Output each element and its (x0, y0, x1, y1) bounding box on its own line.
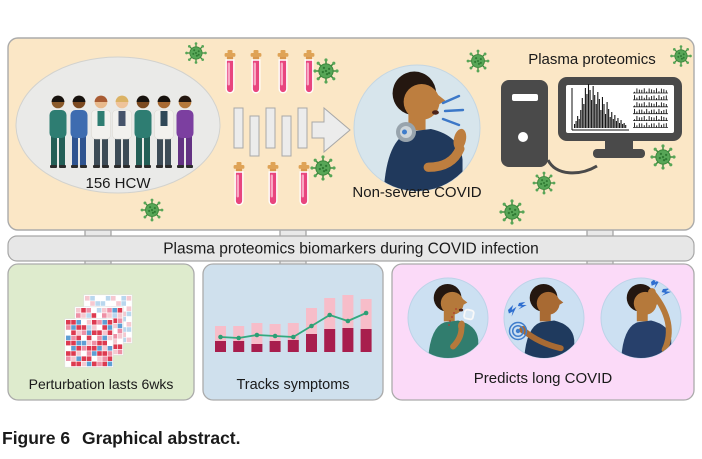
caption-figure-number: Figure 6 (2, 428, 70, 448)
test-tube-icon (297, 161, 311, 206)
test-tube-icon (276, 49, 290, 94)
patient-label: Non-severe COVID (352, 184, 481, 201)
cough-lines-icon (441, 94, 465, 127)
test-tube-icon (232, 161, 246, 206)
proteomics-label: Plasma proteomics (528, 51, 656, 68)
healthcare-workers-illustration (49, 95, 194, 168)
virus-icon (669, 44, 693, 68)
virus-icon (531, 170, 557, 196)
sore-throat-glyphs (448, 308, 475, 326)
computer-illustration (501, 77, 682, 175)
cable (546, 159, 598, 175)
cough-symptom-glyphs (396, 94, 465, 142)
virus-icon (139, 197, 165, 223)
virus-icon (649, 143, 677, 171)
cohort-label: 156 HCW (85, 175, 151, 192)
cough-puff-icon (463, 308, 475, 321)
caption-title: Graphical abstract. (82, 428, 241, 448)
computer-tower-icon (501, 80, 548, 167)
virus-icon (465, 48, 491, 74)
heatmap-label: Perturbation lasts 6wks (29, 376, 174, 392)
spectra-list (633, 88, 668, 128)
virus-icon (309, 154, 337, 182)
neck-pain-glyphs (507, 299, 528, 341)
right-arrow-icon (311, 106, 351, 154)
symptom-chart (215, 295, 372, 352)
banner-bar (7, 235, 695, 262)
sampling-flow-arrow (233, 106, 351, 157)
virus-icon (312, 57, 340, 85)
test-tube-icon (302, 49, 316, 94)
longcovid-label: Predicts long COVID (474, 370, 613, 387)
heatmap-stack (64, 294, 133, 368)
chart-label: Tracks symptoms (236, 377, 349, 393)
test-tube-icon (223, 49, 237, 94)
test-tube-icon (249, 49, 263, 94)
test-tube-icon (266, 161, 280, 206)
mass-spectrum-plot (571, 84, 629, 131)
figure-caption: Figure 6 Graphical abstract. (2, 428, 241, 448)
sore-throat-icon (402, 129, 407, 135)
throat-dots-icon (448, 308, 457, 326)
virus-icon (184, 41, 208, 65)
virus-icon (498, 198, 526, 226)
pain-rings-icon (508, 321, 528, 341)
banner-text: Plasma proteomics biomarkers during COVI… (163, 241, 539, 258)
